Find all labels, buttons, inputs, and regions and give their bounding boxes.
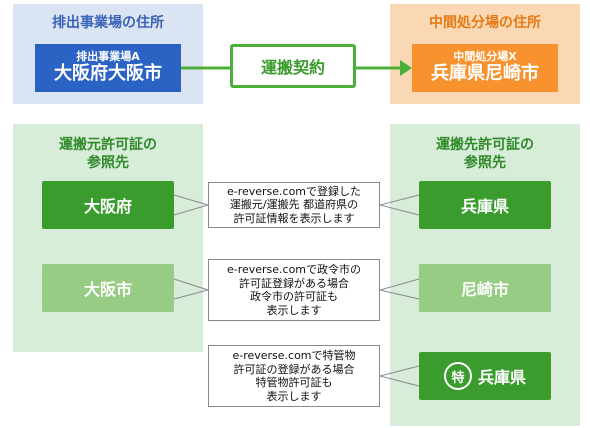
note2-line: 表示します xyxy=(266,303,322,317)
note3-line: e-reverse.comで特管物 xyxy=(232,349,356,362)
origin-city-box: 大阪市 xyxy=(42,264,174,312)
dest-special-box: 特 兵庫県 xyxy=(419,352,551,400)
contract-label: 運搬契約 xyxy=(260,58,325,77)
contract-label-box: 運搬契約 xyxy=(230,44,356,88)
discharge-address-panel: 排出事業場の住所 排出事業場A 大阪府大阪市 xyxy=(13,4,203,104)
dest-special-label: 兵庫県 xyxy=(477,368,526,387)
note2-connector-right xyxy=(379,278,420,300)
note1-connector-left xyxy=(173,194,210,216)
note2-line: e-reverse.comで政令市の xyxy=(226,263,362,276)
dest-city-box: 尼崎市 xyxy=(419,264,551,312)
intermediate-site-name: 中間処分場X xyxy=(453,50,517,64)
special-badge-icon: 特 xyxy=(443,362,472,390)
note-prefecture: e-reverse.comで登録した 運搬元/運搬先 都道府県の 許可証情報を表… xyxy=(208,182,380,228)
discharge-site-name: 排出事業場A xyxy=(76,50,140,64)
note1-line: 運搬元/運搬先 都道府県の xyxy=(229,198,359,212)
intermediate-site-box: 中間処分場X 兵庫県尼崎市 xyxy=(412,44,558,92)
note1-connector-right xyxy=(379,194,420,216)
origin-permit-panel: 運搬元許可証の 参照先 xyxy=(13,124,203,352)
discharge-address-title: 排出事業場の住所 xyxy=(52,15,164,31)
note-special-permit: e-reverse.comで特管物 許可証の登録がある場合 特管物許可証も 表示… xyxy=(208,345,380,407)
note3-line: 特管物許可証も xyxy=(255,376,333,389)
origin-permit-title: 運搬元許可証の 参照先 xyxy=(13,136,203,172)
note2-line: 政令市の許可証も xyxy=(250,290,338,303)
dest-permit-title-line1: 運搬先許可証の xyxy=(436,137,534,153)
discharge-site-address: 大阪府大阪市 xyxy=(54,62,162,84)
note3-line: 表示します xyxy=(266,389,322,403)
intermediate-site-address: 兵庫県尼崎市 xyxy=(431,62,539,84)
discharge-site-box: 排出事業場A 大阪府大阪市 xyxy=(35,44,181,92)
intermediate-address-title: 中間処分場の住所 xyxy=(429,15,541,31)
dest-prefecture-box: 兵庫県 xyxy=(419,181,551,229)
note1-line: e-reverse.comで登録した xyxy=(226,184,362,198)
note2-line: 許可証登録がある場合 xyxy=(239,276,349,290)
intermediate-address-panel: 中間処分場の住所 中間処分場X 兵庫県尼崎市 xyxy=(390,4,580,104)
note1-line: 許可証情報を表示します xyxy=(233,211,355,225)
dest-permit-title: 運搬先許可証の 参照先 xyxy=(390,136,580,172)
dest-permit-title-line2: 参照先 xyxy=(464,155,506,171)
origin-prefecture-box: 大阪府 xyxy=(42,181,174,229)
contract-arrowhead xyxy=(400,60,412,76)
note2-connector-left xyxy=(173,278,210,300)
note3-line: 許可証の登録がある場合 xyxy=(233,362,355,376)
note-designated-city: e-reverse.comで政令市の 許可証登録がある場合 政令市の許可証も 表… xyxy=(208,259,380,321)
origin-permit-title-line2: 参照先 xyxy=(87,155,129,171)
note3-connector-right xyxy=(379,365,420,387)
origin-permit-title-line1: 運搬元許可証の xyxy=(59,137,157,153)
